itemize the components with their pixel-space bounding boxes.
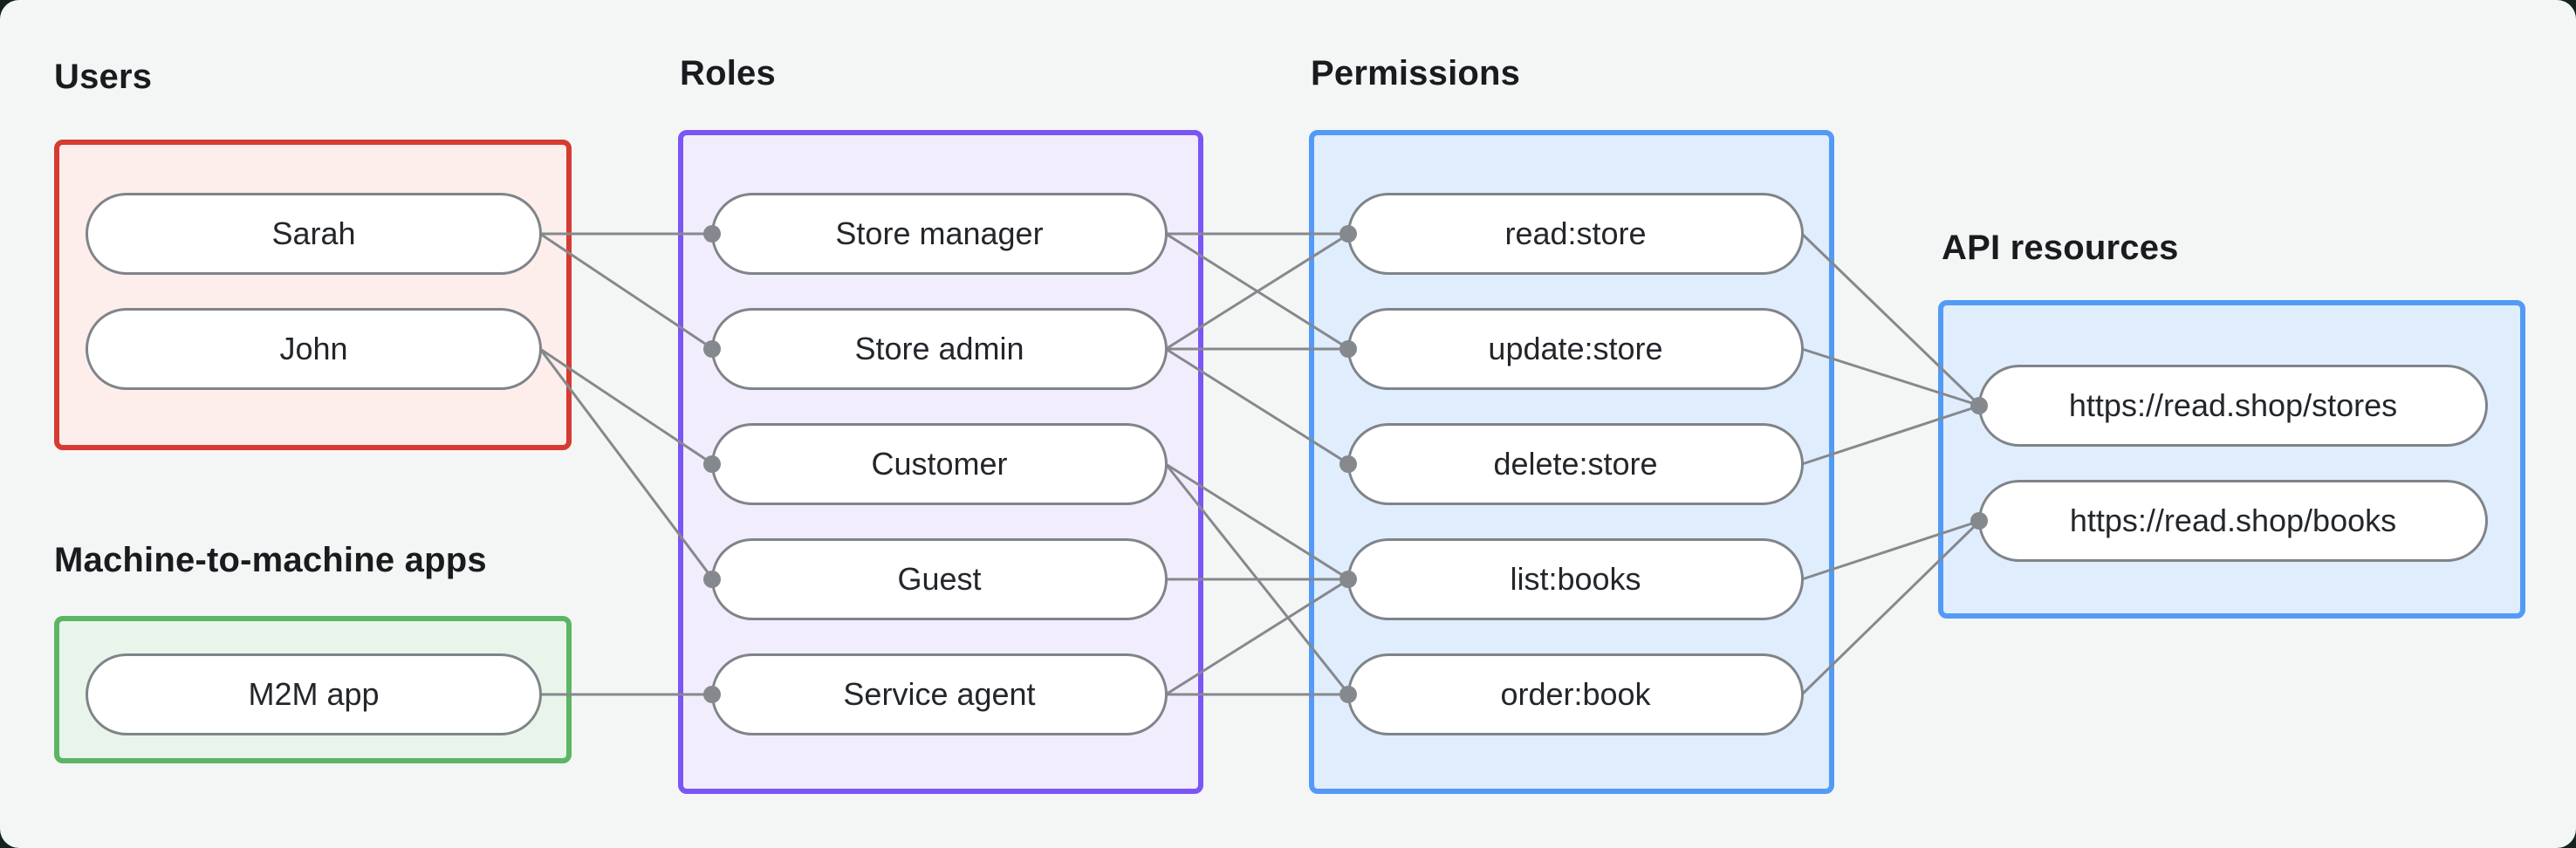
node-list-books: list:books [1347,538,1804,620]
node-m2m-app: M2M app [86,653,542,735]
node-books: https://read.shop/books [1978,480,2488,562]
node-stores: https://read.shop/stores [1978,365,2488,447]
node-delete-store: delete:store [1347,423,1804,505]
label-roles: Roles [680,54,776,92]
label-users: Users [54,58,153,96]
label-m2m: Machine-to-machine apps [54,541,487,579]
node-store-manager: Store manager [711,193,1168,275]
label-permissions: Permissions [1311,54,1521,92]
node-order-book: order:book [1347,653,1804,735]
node-update-store: update:store [1347,308,1804,390]
node-read-store: read:store [1347,193,1804,275]
node-john: John [86,308,542,390]
group-users-box [54,140,572,450]
node-sarah: Sarah [86,193,542,275]
label-api: API resources [1942,229,2179,267]
node-service-agent: Service agent [711,653,1168,735]
node-customer: Customer [711,423,1168,505]
group-api-box [1938,300,2525,619]
node-store-admin: Store admin [711,308,1168,390]
node-guest: Guest [711,538,1168,620]
